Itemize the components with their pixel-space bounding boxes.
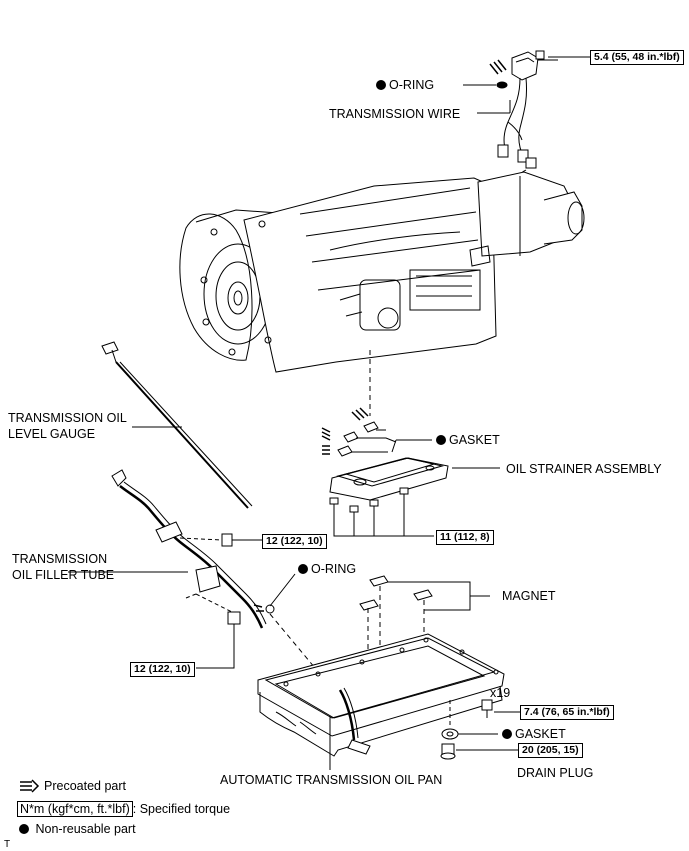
- torque-filler-bolt-lower: 12 (122, 10): [130, 662, 195, 677]
- gasket-drain-label: GASKET: [502, 727, 566, 741]
- oil-filler-tube: [111, 469, 267, 629]
- transmission-wire-assembly: [497, 50, 590, 169]
- legend-non-reusable-text: Non-reusable part: [35, 822, 136, 836]
- footer-mark: T: [4, 839, 11, 850]
- non-reusable-dot-icon: [376, 80, 386, 90]
- gasket-strainer-label: GASKET: [436, 433, 500, 447]
- precoated-marks-strainer: [321, 407, 369, 455]
- filler-tube-label-line2: OIL FILLER TUBE: [12, 568, 115, 582]
- level-gauge-label-line1: TRANSMISSION OIL: [8, 411, 127, 425]
- torque-strainer-bolts: 11 (112, 8): [436, 530, 494, 545]
- o-ring-wire-label: O-RING: [376, 78, 434, 92]
- non-reusable-dot-icon: [436, 435, 446, 445]
- legend-torque-box: N*m (kgf*cm, ft.*lbf): [17, 801, 133, 817]
- oil-pan-label: AUTOMATIC TRANSMISSION OIL PAN: [220, 773, 443, 787]
- gasket-strainer-text: GASKET: [449, 433, 500, 447]
- o-ring-filler-label: O-RING: [298, 562, 356, 576]
- oil-strainer-label: OIL STRAINER ASSEMBLY: [506, 462, 662, 476]
- legend-precoated: Precoated part: [44, 779, 126, 793]
- torque-filler-bolt-upper: 12 (122, 10): [262, 534, 327, 549]
- drain-plug-label: DRAIN PLUG: [517, 766, 594, 780]
- magnets: [359, 575, 433, 611]
- o-ring-wire-text: O-RING: [389, 78, 435, 92]
- legend-non-reusable: Non-reusable part: [19, 822, 136, 836]
- legend-torque: N*m (kgf*cm, ft.*lbf): Specified torque: [17, 801, 231, 817]
- oil-strainer-assembly: [329, 457, 449, 501]
- o-ring-filler-text: O-RING: [311, 562, 357, 576]
- level-gauge-label-line2: LEVEL GAUGE: [8, 427, 96, 441]
- gasket-drain-text: GASKET: [515, 727, 566, 741]
- pan-bolt-count-label: x19: [490, 686, 511, 700]
- transmission-wire-label: TRANSMISSION WIRE: [329, 107, 461, 121]
- legend-torque-desc: : Specified torque: [132, 802, 231, 816]
- torque-wire-bolt: 5.4 (55, 48 in.*lbf): [590, 50, 684, 65]
- transmission-body: [179, 171, 585, 373]
- oil-pan: [257, 633, 505, 757]
- magnet-label: MAGNET: [502, 589, 556, 603]
- legend-precoated-icon: [20, 779, 40, 793]
- strainer-bolts: [329, 487, 409, 522]
- non-reusable-dot-icon: [502, 729, 512, 739]
- non-reusable-dot-icon: [19, 824, 29, 834]
- oil-level-gauge: [101, 341, 253, 509]
- torque-pan-bolts: 7.4 (76, 65 in.*lbf): [520, 705, 614, 720]
- non-reusable-dot-icon: [298, 564, 308, 574]
- torque-drain-plug: 20 (205, 15): [518, 743, 583, 758]
- filler-tube-label-line1: TRANSMISSION: [12, 552, 108, 566]
- precoated-mark-wire: [489, 59, 507, 75]
